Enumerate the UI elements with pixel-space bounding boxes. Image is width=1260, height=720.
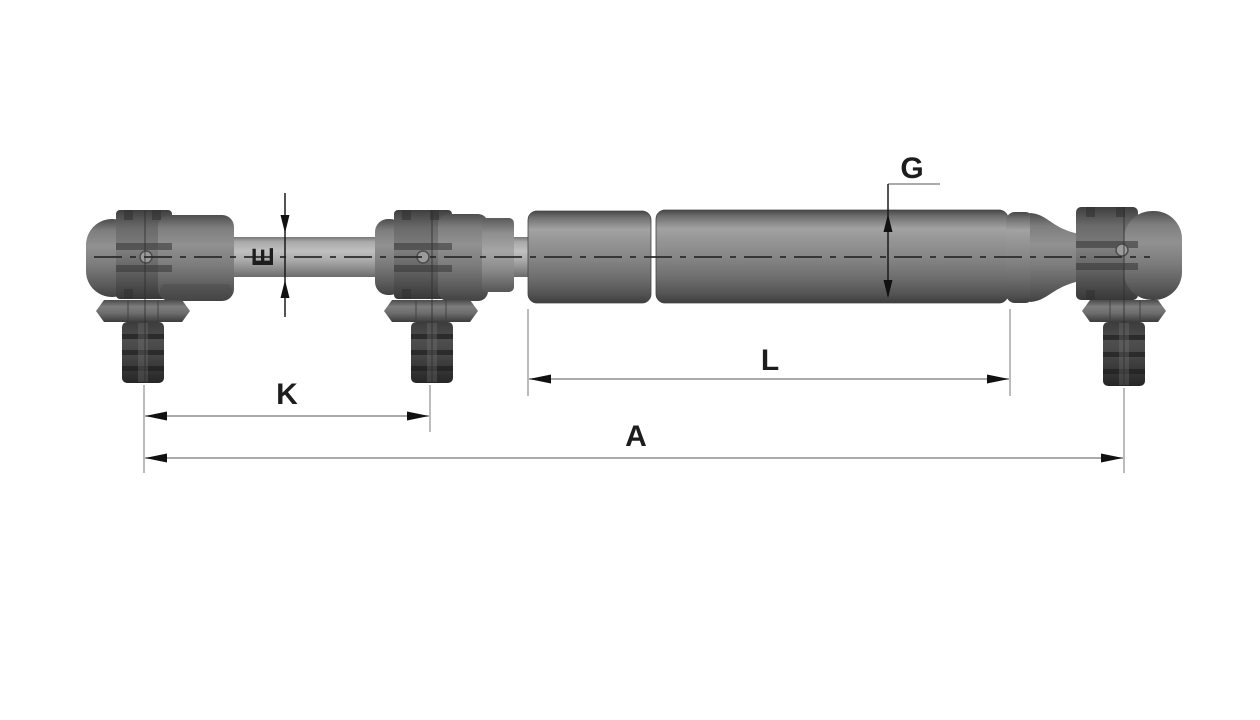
left-stud-thread-1: [122, 334, 164, 339]
right-ball-joint-fitting: [1006, 207, 1182, 386]
left-stud-highlight: [138, 323, 148, 382]
dimension-K-label: K: [276, 378, 298, 411]
dimension-K-arrow-right: [407, 411, 429, 421]
left-joint-shadow: [160, 284, 232, 299]
left-joint-notch-3: [124, 289, 133, 299]
dimension-E-arrow-up: [280, 280, 290, 298]
left-joint-socket-block: [158, 215, 234, 301]
right-joint-notch-1: [1086, 207, 1095, 217]
middle-ball-joint-fitting: [375, 210, 514, 383]
dimension-L: L: [527, 309, 1011, 396]
dimension-A-arrow-right: [1101, 453, 1123, 463]
dimension-K: K: [143, 378, 431, 473]
dimension-G-arrow-down: [883, 280, 893, 298]
dimension-E-label: E: [247, 247, 280, 267]
right-joint-jaw-line-upper: [1076, 241, 1138, 248]
right-joint-notch-2: [1116, 207, 1125, 217]
left-ball-joint-fitting: [86, 210, 234, 383]
middle-joint-jaw-line-upper: [394, 243, 452, 250]
dimension-A-label: A: [625, 420, 647, 453]
dimension-L-label: L: [761, 344, 779, 377]
middle-joint-hex-nut: [384, 300, 478, 322]
dimension-K-arrow-left: [145, 411, 167, 421]
dimension-A-arrow-left: [145, 453, 167, 463]
right-joint-jaw-line-lower: [1076, 263, 1138, 270]
dimension-L-arrow-left: [529, 374, 551, 384]
dimension-G-arrow-up: [883, 214, 893, 232]
left-joint-notch-1: [124, 210, 133, 220]
dimension-E-arrow-down: [280, 215, 290, 233]
right-joint-notch-3: [1086, 290, 1095, 300]
left-stud-thread-2: [122, 350, 164, 355]
dimension-G: G: [883, 152, 940, 298]
dimension-E: E: [247, 193, 290, 317]
dimension-A: A: [145, 388, 1125, 473]
dimension-L-arrow-right: [987, 374, 1009, 384]
middle-joint-sleeve: [482, 218, 514, 292]
middle-joint-notch-1: [402, 210, 411, 220]
right-joint-dome: [1124, 211, 1182, 300]
middle-joint-jaw-line-lower: [394, 265, 452, 272]
left-joint-hex-nut: [96, 300, 190, 322]
left-joint-notch-2: [152, 210, 161, 220]
middle-joint-notch-3: [402, 289, 411, 299]
left-joint-jaw-line-lower: [116, 265, 172, 272]
dimension-G-label: G: [900, 152, 923, 185]
right-joint-clamp-ring: [1076, 207, 1138, 300]
right-joint-ball-pin: [1115, 243, 1129, 257]
left-stud-thread-3: [122, 366, 164, 371]
left-joint-jaw-line-upper: [116, 243, 172, 250]
middle-joint-notch-2: [430, 210, 439, 220]
